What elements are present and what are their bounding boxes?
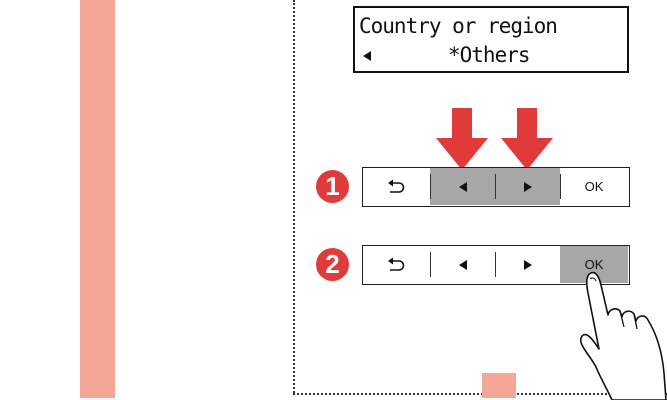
operation-panel-step-1: OK [362, 167, 630, 207]
back-arrow-icon [388, 179, 405, 193]
divider [560, 174, 561, 199]
pink-side-bar [80, 0, 115, 398]
right-button[interactable] [495, 246, 560, 283]
divider [430, 252, 431, 277]
right-triangle-icon [524, 260, 532, 270]
divider [430, 174, 431, 199]
back-arrow-icon [388, 257, 405, 271]
down-arrow-icon [501, 108, 553, 170]
ok-label: OK [584, 257, 604, 272]
step-number-2: 2 [316, 248, 349, 281]
right-triangle-icon [524, 182, 532, 192]
back-button[interactable] [363, 168, 430, 205]
right-button[interactable] [495, 168, 560, 205]
left-triangle-icon [459, 182, 467, 192]
lcd-display: Country or region *Others [353, 6, 629, 73]
divider [495, 174, 496, 199]
operation-panel-step-2: OK [362, 245, 630, 285]
ok-label: OK [584, 179, 604, 194]
step-number-1: 1 [316, 170, 349, 203]
dotted-border-left [293, 0, 295, 393]
left-button[interactable] [430, 168, 495, 205]
lcd-line-2: *Others [448, 43, 531, 67]
left-triangle-icon [459, 260, 467, 270]
left-triangle-icon [363, 51, 371, 61]
lcd-line-1: Country or region [359, 14, 558, 38]
pink-tab-marker [482, 373, 516, 398]
pointing-hand-icon [580, 271, 667, 400]
ok-button[interactable]: OK [560, 246, 628, 283]
dotted-border-bottom [293, 393, 667, 395]
down-arrow-icon [436, 108, 488, 170]
left-button[interactable] [430, 246, 495, 283]
divider [495, 252, 496, 277]
back-button[interactable] [363, 246, 430, 283]
ok-button[interactable]: OK [560, 168, 628, 205]
